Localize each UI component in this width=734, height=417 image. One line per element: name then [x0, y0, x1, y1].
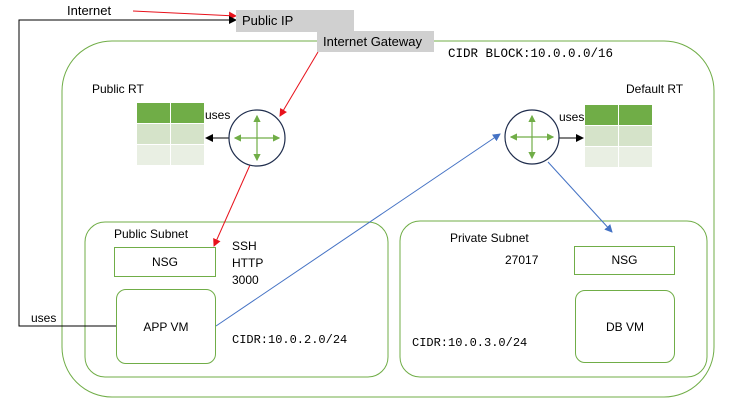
app-vm-box: APP VM	[116, 289, 216, 364]
private-subnet-cidr: CIDR:10.0.3.0/24	[412, 336, 528, 350]
default-router-icon	[504, 109, 560, 165]
port-3000: 3000	[232, 273, 259, 287]
default-route-table-icon	[584, 104, 653, 168]
default-rt-label: Default RT	[626, 82, 684, 96]
public-route-table-icon	[136, 102, 205, 166]
internet-uses-label: uses	[31, 311, 57, 325]
default-rt-uses-label: uses	[559, 110, 585, 124]
vpc-cidr-label: CIDR BLOCK:10.0.0.0/16	[448, 47, 614, 61]
public-ip-label: Public IP	[242, 13, 294, 28]
private-nsg-box: NSG	[574, 246, 675, 275]
public-nsg-ports: SSH HTTP 3000	[232, 238, 263, 289]
public-subnet-boundary	[84, 221, 389, 378]
app-vm-label: APP VM	[143, 320, 189, 334]
public-ip-box: Public IP	[236, 10, 354, 32]
db-vm-label: DB VM	[605, 320, 644, 334]
internet-label: Internet	[67, 3, 112, 18]
public-nsg-label: NSG	[151, 255, 178, 269]
public-router-to-nsg-arrow	[213, 164, 251, 247]
gateway-to-public-router-arrow	[279, 51, 319, 117]
public-subnet-cidr: CIDR:10.0.2.0/24	[232, 333, 348, 347]
app-vm-to-public-ip-connector	[18, 16, 237, 327]
port-http: HTTP	[232, 256, 264, 270]
public-subnet-title: Public Subnet	[114, 227, 189, 241]
private-subnet-title: Private Subnet	[450, 231, 529, 245]
app-vm-to-default-router-arrow	[215, 133, 501, 327]
default-router-to-private-nsg-arrow	[547, 161, 613, 233]
port-ssh: SSH	[232, 239, 257, 253]
internet-gateway-label: Internet Gateway	[323, 34, 422, 49]
internet-to-public-ip-arrow	[132, 10, 237, 20]
private-port-27017: 27017	[505, 253, 539, 267]
internet-gateway-box: Internet Gateway	[317, 31, 434, 52]
db-vm-box: DB VM	[575, 290, 675, 363]
public-rt-uses-label: uses	[205, 108, 231, 122]
public-router-icon	[228, 109, 286, 167]
public-rt-label: Public RT	[92, 82, 144, 96]
private-subnet-boundary	[399, 220, 708, 378]
private-nsg-label: NSG	[611, 253, 638, 267]
public-nsg-box: NSG	[114, 247, 216, 277]
